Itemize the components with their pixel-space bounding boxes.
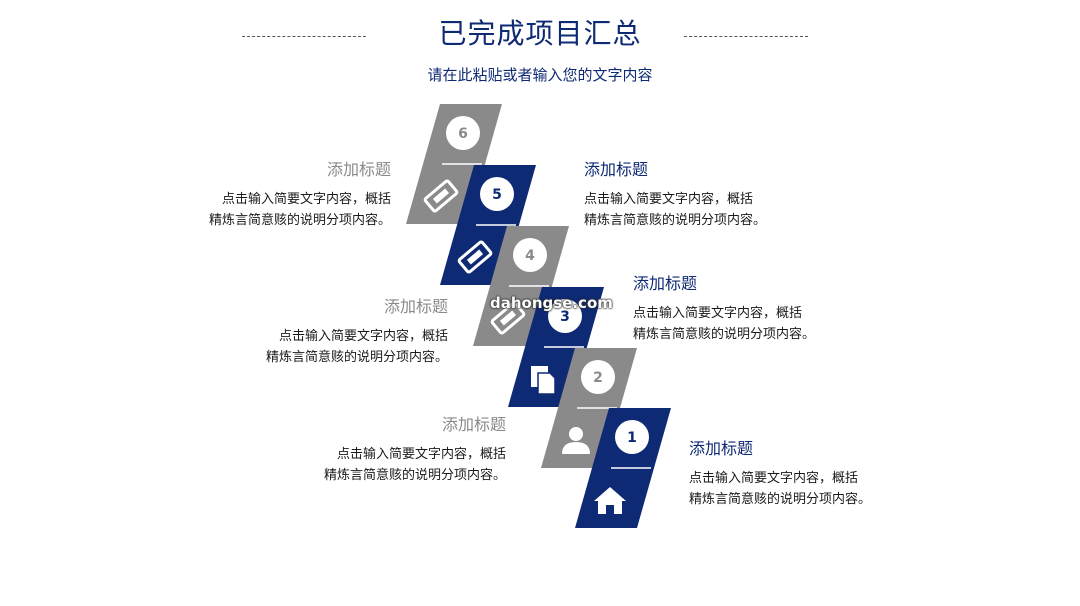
step-6-card: 6 [406, 104, 502, 224]
step-1-line-2: 精炼言简意赅的说明分项内容。 [689, 492, 872, 507]
watermark: dahongse.com [490, 294, 613, 312]
ticket-icon-outline [457, 240, 493, 274]
ticket-icon-group [457, 240, 493, 274]
step-2-number-badge [581, 360, 615, 394]
step-4-line-1: 点击输入简要文字内容，概括 [278, 329, 448, 344]
step-1-line-1: 点击输入简要文字内容，概括 [689, 471, 859, 486]
step-3-line-2: 精炼言简意赅的说明分项内容。 [633, 327, 816, 342]
title-divider-left [242, 36, 366, 37]
step-4-heading: 添加标题 [383, 297, 448, 316]
step-4-card: 4 [473, 226, 569, 346]
step-2-number: 2 [593, 370, 603, 386]
step-2-line-2: 精炼言简意赅的说明分项内容。 [323, 468, 506, 483]
step-6-number: 6 [458, 126, 468, 142]
step-3-card: 3 [508, 287, 604, 407]
step-2-card: 2 [541, 348, 637, 468]
step-1-number: 1 [627, 430, 637, 446]
step-6-line-1: 点击输入简要文字内容，概括 [221, 192, 391, 207]
document-front-sheet [537, 372, 556, 395]
step-1-card: 1 [575, 408, 671, 528]
step-5-number-badge [480, 177, 514, 211]
ticket-icon-inner [499, 310, 517, 326]
title-divider-right [684, 36, 808, 37]
ticket-icon-group [423, 179, 459, 213]
step-3-number: 3 [560, 309, 570, 325]
page-subtitle: 请在此粘贴或者输入您的文字内容 [427, 66, 653, 84]
step-5-card: 5 [440, 165, 536, 285]
step-4-number: 4 [525, 248, 535, 264]
step-1-heading: 添加标题 [689, 439, 754, 458]
step-6-line-2: 精炼言简意赅的说明分项内容。 [208, 213, 391, 228]
step-6-heading: 添加标题 [326, 160, 391, 179]
step-4-text: 添加标题 点击输入简要文字内容，概括 精炼言简意赅的说明分项内容。 [266, 296, 448, 368]
step-6-number-badge [446, 116, 480, 150]
step-5-line-2: 精炼言简意赅的说明分项内容。 [584, 213, 767, 228]
step-3-text: 添加标题 点击输入简要文字内容，概括 精炼言简意赅的说明分项内容。 [633, 273, 815, 345]
step-5-heading: 添加标题 [584, 160, 649, 179]
ticket-icon-inner [432, 188, 450, 204]
step-3-line-1: 点击输入简要文字内容，概括 [633, 306, 803, 321]
user-icon-body [562, 442, 590, 454]
step-5-line-1: 点击输入简要文字内容，概括 [584, 192, 754, 207]
step-2-heading: 添加标题 [441, 415, 506, 434]
ticket-icon-inner [466, 249, 484, 265]
step-1-number-badge [615, 420, 649, 454]
home-icon-shape [594, 487, 626, 514]
step-2-line-1: 点击输入简要文字内容，概括 [336, 447, 506, 462]
step-3-heading: 添加标题 [633, 274, 698, 293]
ticket-icon-outline [423, 179, 459, 213]
step-5-text: 添加标题 点击输入简要文字内容，概括 精炼言简意赅的说明分项内容。 [584, 159, 766, 231]
step-4-number-badge [513, 238, 547, 272]
step-3-number-badge [548, 299, 582, 333]
ticket-icon-group [490, 301, 526, 335]
step-2-text: 添加标题 点击输入简要文字内容，概括 精炼言简意赅的说明分项内容。 [324, 414, 506, 486]
user-icon-head [569, 427, 583, 441]
step-4-line-2: 精炼言简意赅的说明分项内容。 [265, 350, 448, 365]
page-title: 已完成项目汇总 [438, 17, 642, 50]
step-6-text: 添加标题 点击输入简要文字内容，概括 精炼言简意赅的说明分项内容。 [209, 159, 391, 231]
ticket-icon-outline [490, 301, 526, 335]
step-5-number: 5 [492, 187, 502, 203]
step-1-text: 添加标题 点击输入简要文字内容，概括 精炼言简意赅的说明分项内容。 [689, 438, 871, 510]
